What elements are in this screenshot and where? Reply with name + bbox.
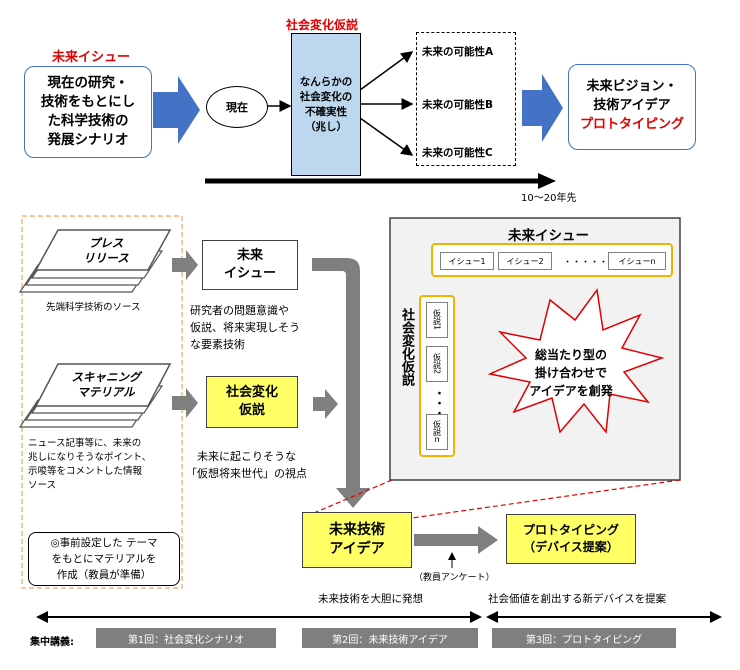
matrix-side-label: 社会変化仮説 [399, 308, 414, 386]
press-release-label: プレス リリース [83, 236, 129, 265]
scanning-material-label: スキャニング マテリアル [71, 370, 141, 399]
future-issue-caption: 研究者の問題意識や 仮説、将来実現しそう な要素技術 [190, 304, 300, 351]
timeline-label: 10～20年先 [521, 193, 577, 204]
blue-arrow-2 [522, 74, 563, 142]
footer-arrow-left-head-r [470, 611, 482, 623]
footer-arrow-left-head-l [36, 611, 48, 623]
matrix-title: 未来イシュー [508, 228, 589, 244]
red-dash-right [411, 479, 681, 519]
vision-box: 未来ビジョン・ 技術アイデア プロトタイピング [568, 64, 696, 150]
matrix-issue-ellipsis: ・・・・・ [563, 258, 609, 268]
timeline-arrowhead [538, 173, 556, 189]
possibility-a: 未来の可能性A [422, 46, 494, 58]
matrix-hypo-n: 仮説ｎ [426, 414, 448, 450]
vision-line-2: 技術アイデア [593, 98, 671, 113]
matrix-issue-1: イシュー1 [440, 252, 494, 270]
gray-arrow-proto [414, 526, 498, 554]
session-1: 第1回：社会変化シナリオ [96, 628, 276, 648]
prototyping-box: プロトタイピング （デバイス提案） [506, 514, 636, 564]
burst-text: 総当たり型の 掛け合わせで アイデアを創発 [529, 348, 613, 398]
future-issue-label: 未来イシュー [52, 50, 131, 65]
matrix-hypo-ellipsis: ・・・ [432, 388, 443, 418]
footer-arrow-right-head-l [486, 611, 498, 623]
matrix-issue-2: イシュー2 [498, 252, 552, 270]
red-dash-left [301, 479, 393, 519]
social-change-hypothesis-box: 社会変化 仮説 [206, 376, 298, 428]
footer-label: 集中講義: [30, 637, 74, 648]
present-oval: 現在 [206, 86, 268, 128]
hypothesis-caption: 未来に起こりそうな 「仮想将来世代」の視点 [186, 450, 307, 480]
vision-line-3: プロトタイピング [579, 117, 684, 132]
idea-burst [487, 288, 665, 434]
scanning-material-caption: ニュース記事等に、未来の 兆しになりそうなポイント、 示唆等をコメントした情報 … [28, 438, 152, 491]
possibility-c: 未来の可能性C [422, 147, 493, 159]
future-issue-box: 未来 イシュー [202, 240, 298, 290]
caption-right: 社会価値を創出する新デバイスを提案 [488, 593, 667, 605]
future-tech-idea-box: 未来技術 アイデア [302, 512, 412, 568]
possibilities-frame [416, 32, 516, 166]
matrix-hypo-1: 仮説1 [426, 302, 448, 338]
press-release-caption: 先端科学技術のソース [46, 302, 141, 313]
social-change-hypothesis-label: 社会変化仮説 [286, 18, 359, 32]
development-scenario-box: 現在の研究・ 技術をもとにし た科学技術の 発展シナリオ [24, 66, 152, 158]
session-3: 第3回：プロトタイピング [492, 628, 676, 648]
press-release-stack [18, 229, 172, 293]
hypothesis-uncertainty-box: なんらかの 社会変化の 不確実性 （兆し） [291, 33, 361, 176]
gray-arrow-press [172, 250, 198, 280]
caption-left: 未来技術を大胆に発想 [318, 593, 423, 605]
survey-label: （教員アンケート） [414, 573, 495, 583]
possibility-b: 未来の可能性B [422, 99, 494, 111]
footer-arrow-right-head-r [710, 611, 722, 623]
teacher-note-box: ◎事前設定した テーマ をもとにマテリアルを 作成（教員が準備） [28, 532, 180, 586]
hypo-to-A-line [359, 51, 414, 91]
gray-arrow-hypo [313, 389, 338, 419]
matrix-hypo-2: 仮説2 [426, 346, 448, 382]
matrix-issue-n: イシューn [608, 252, 666, 270]
vision-line-1: 未来ビジョン・ [586, 79, 678, 94]
session-2: 第2回：未来技術アイデア [302, 628, 478, 648]
blue-arrow-1 [153, 76, 200, 144]
hypo-to-C-line [359, 117, 414, 156]
gray-arrow-scan [172, 388, 198, 418]
scanning-material-stack [18, 363, 172, 428]
gray-bent-arrow [312, 258, 370, 508]
